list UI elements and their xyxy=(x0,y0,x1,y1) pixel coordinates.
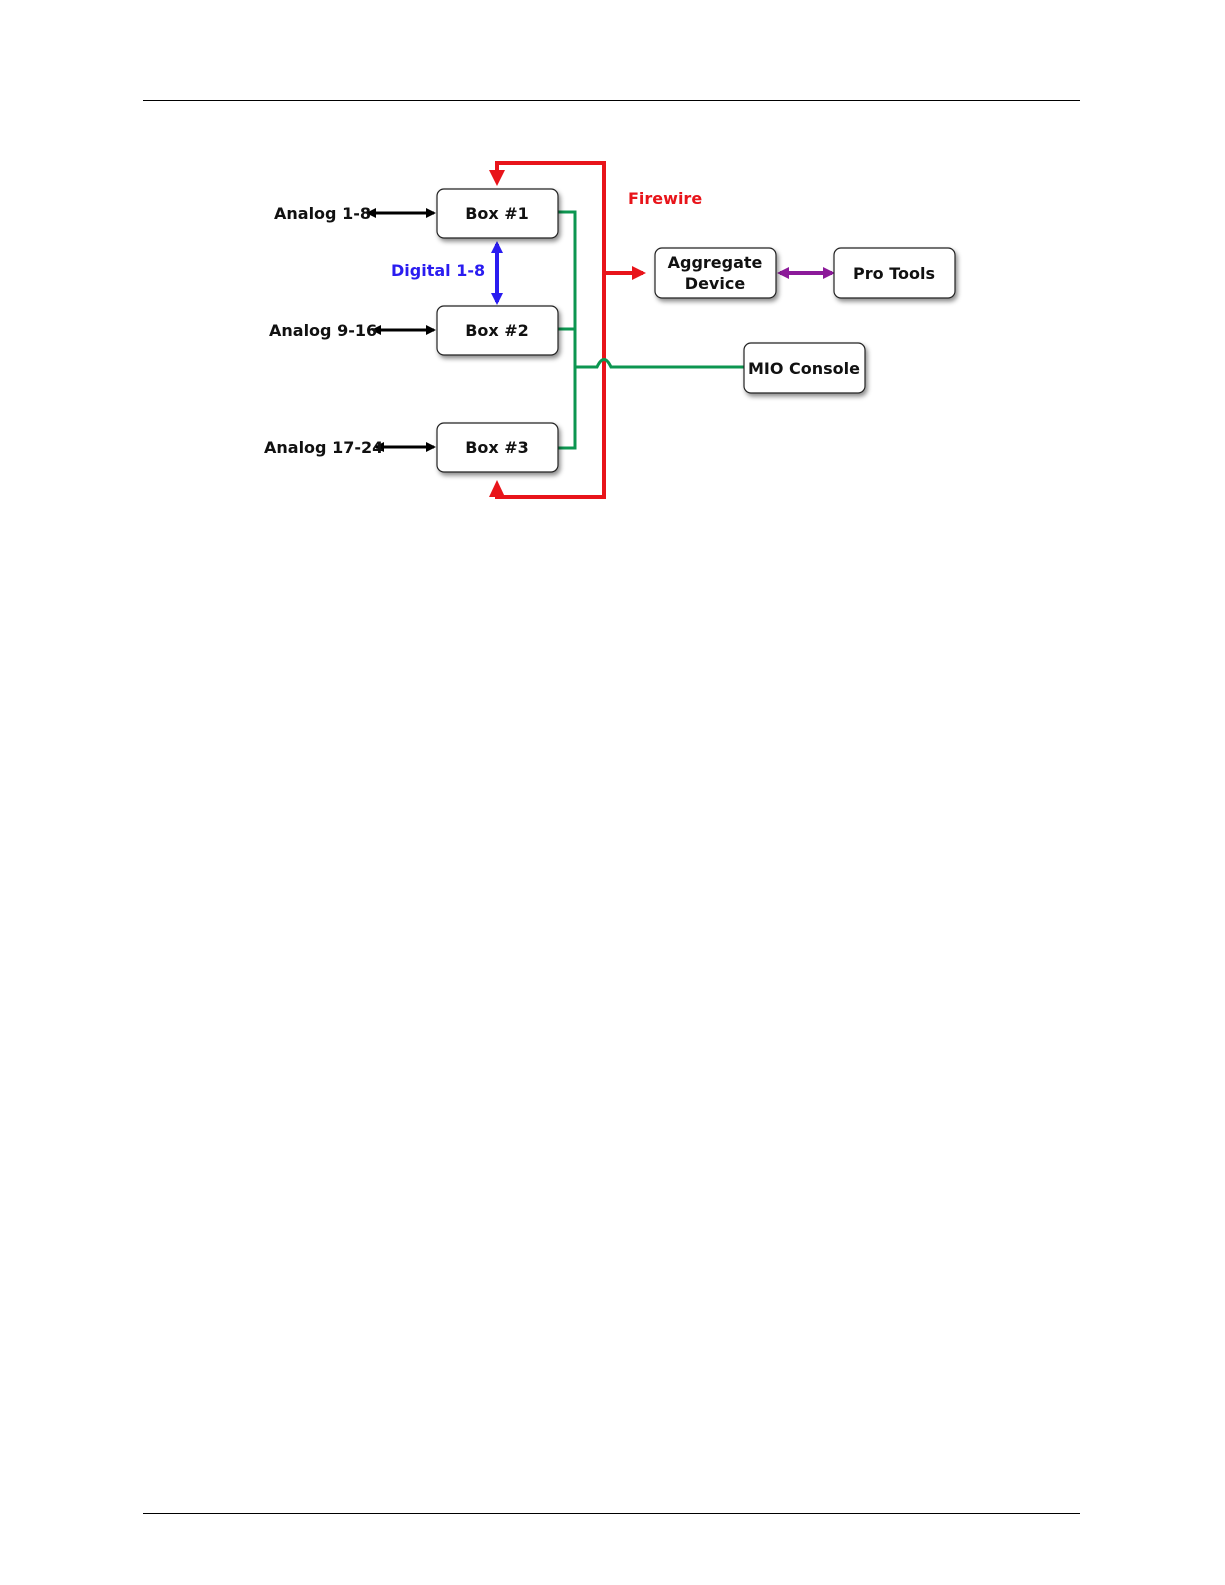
pro-tools-node: Pro Tools xyxy=(834,248,955,298)
footer-rule xyxy=(143,1513,1080,1514)
firewire-label: Firewire xyxy=(628,189,702,208)
box1-node: Box #1 xyxy=(437,189,558,238)
box3-label: Box #3 xyxy=(465,438,529,457)
mio-console-label: MIO Console xyxy=(748,359,860,378)
analog1-label: Analog 1-8 xyxy=(274,204,371,223)
box3-node: Box #3 xyxy=(437,423,558,472)
box2-label: Box #2 xyxy=(465,321,529,340)
firewire-arrow-box3 xyxy=(489,480,505,497)
aggregate-device-node: Aggregate Device xyxy=(655,248,776,298)
analog2-label: Analog 9-16 xyxy=(269,321,377,340)
box1-label: Box #1 xyxy=(465,204,529,223)
box2-node: Box #2 xyxy=(437,306,558,355)
sync-line-mio xyxy=(575,360,744,368)
mio-console-node: MIO Console xyxy=(744,343,865,393)
digital-label: Digital 1-8 xyxy=(391,261,485,280)
firewire-arrow-box1 xyxy=(489,170,505,186)
aggregate-label-line1: Aggregate xyxy=(668,253,763,272)
pro-tools-label: Pro Tools xyxy=(853,264,935,283)
analog3-label: Analog 17-24 xyxy=(264,438,383,457)
aggregate-label-line2: Device xyxy=(685,274,746,293)
signal-flow-diagram: Box #1 Box #2 Box #3 Aggregate Device Pr… xyxy=(0,0,1225,560)
